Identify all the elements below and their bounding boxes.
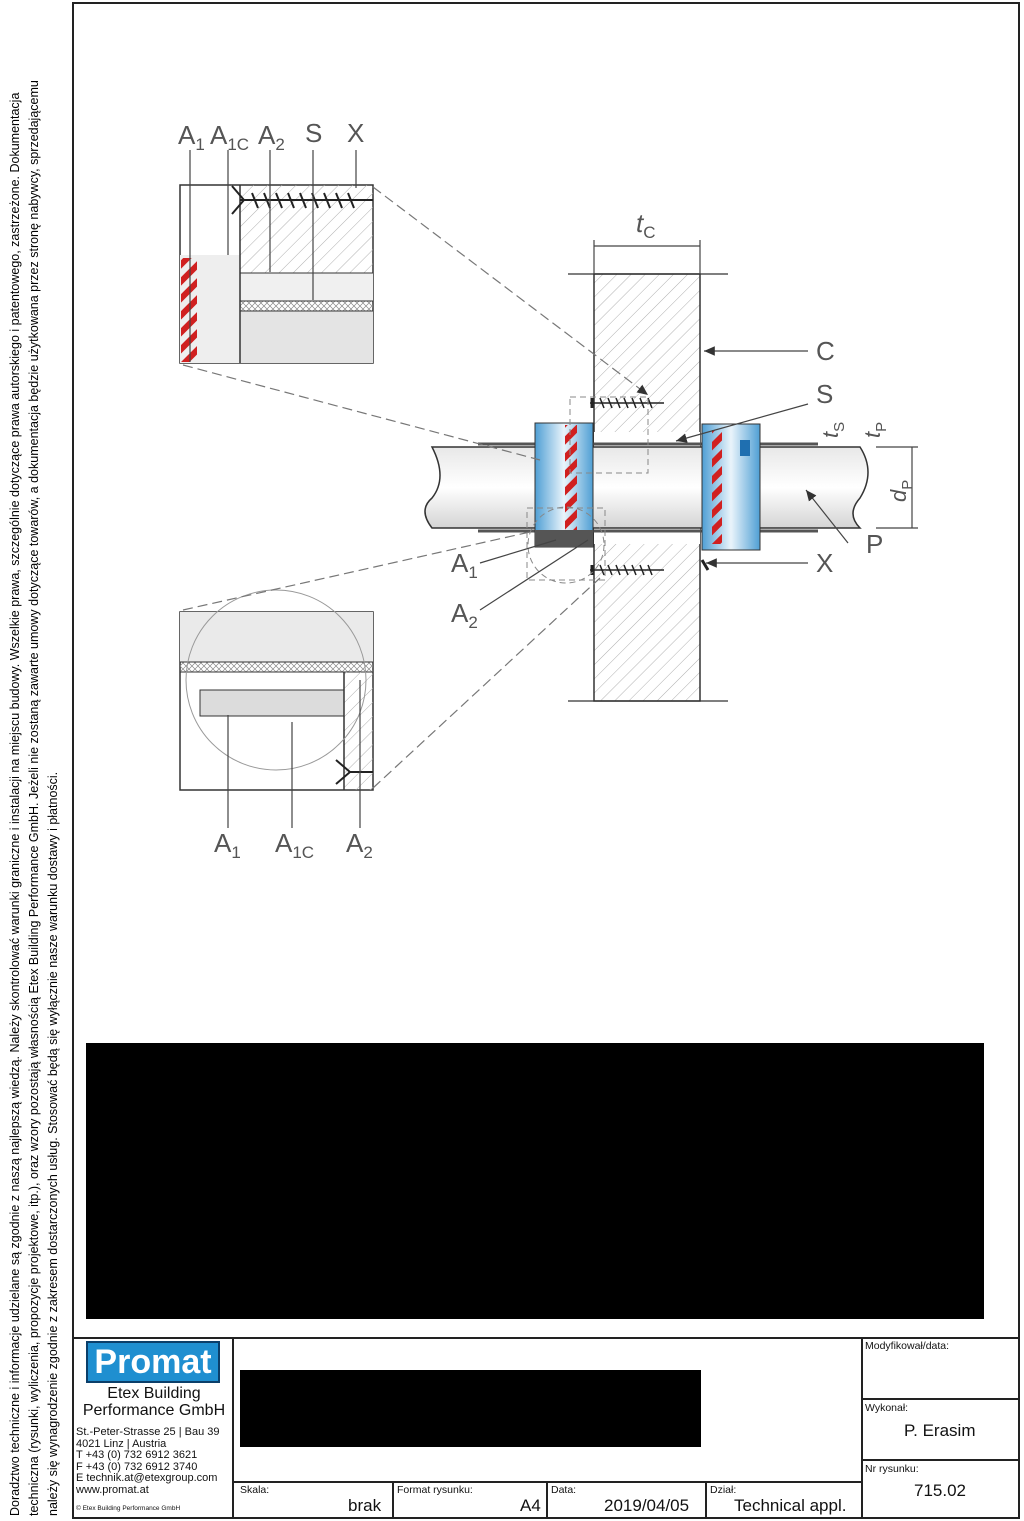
modified-label: Modyfikował/data: bbox=[865, 1340, 950, 1352]
copyright: © Etex Building Performance GmbH bbox=[76, 1505, 181, 1512]
screws bbox=[590, 397, 710, 576]
divider bbox=[861, 1398, 1020, 1400]
label-top-a1c: A1C bbox=[210, 120, 249, 154]
website: www.promat.at bbox=[76, 1483, 149, 1496]
date-value: 2019/04/05 bbox=[604, 1496, 690, 1515]
company-address: St.-Peter-Strasse 25 | Bau 39 4021 Linz … bbox=[76, 1426, 220, 1496]
label-top-a2: A2 bbox=[258, 120, 285, 154]
label-dp: dP bbox=[886, 480, 916, 502]
label-top-s: S bbox=[305, 118, 322, 148]
label-c: C bbox=[816, 336, 835, 366]
redacted-area bbox=[86, 1043, 984, 1319]
label-bottom-a2: A2 bbox=[346, 828, 373, 862]
label-tp: tP bbox=[860, 422, 890, 438]
label-leaders bbox=[189, 150, 918, 828]
detail-markers bbox=[526, 396, 649, 584]
label-ts: tS bbox=[818, 422, 848, 438]
made-by-value: P. Erasim bbox=[904, 1421, 976, 1440]
label-top-a1: A1 bbox=[178, 120, 205, 154]
label-bottom-a1c: A1C bbox=[275, 828, 314, 862]
company-name-line2: Performance GmbH bbox=[82, 1402, 226, 1419]
drawing-no-label: Nr rysunku: bbox=[865, 1463, 919, 1475]
address-line: St.-Peter-Strasse 25 | Bau 39 bbox=[76, 1426, 220, 1438]
format-value: A4 bbox=[520, 1496, 541, 1515]
scale-label: Skala: bbox=[240, 1484, 270, 1496]
label-top-x: X bbox=[347, 118, 364, 148]
drawing-no-value: 715.02 bbox=[914, 1481, 966, 1500]
email: E technik.at@etexgroup.com bbox=[76, 1472, 218, 1484]
title-block bbox=[72, 1337, 1020, 1519]
label-a2: A2 bbox=[451, 598, 478, 632]
detail-leaders bbox=[182, 186, 649, 789]
top-detail bbox=[179, 184, 374, 364]
label-s: S bbox=[816, 379, 833, 409]
label-x: X bbox=[816, 548, 833, 578]
dept-label: Dział: bbox=[710, 1484, 737, 1496]
dept-value: Technical appl. bbox=[734, 1496, 847, 1515]
phone: T +43 (0) 732 6912 3621 bbox=[76, 1449, 198, 1461]
divider bbox=[861, 1337, 863, 1519]
label-p: P bbox=[866, 529, 883, 559]
divider bbox=[861, 1459, 1020, 1461]
company-name-line1: Etex Building bbox=[107, 1385, 201, 1402]
format-label: Format rysunku: bbox=[397, 1484, 473, 1496]
label-tc: tC bbox=[636, 208, 656, 242]
left-band bbox=[534, 422, 594, 548]
company-name: Etex Building Performance GmbH bbox=[74, 1385, 234, 1419]
right-band bbox=[701, 423, 761, 551]
redacted-title bbox=[240, 1370, 701, 1447]
label-bottom-a1: A1 bbox=[214, 828, 241, 862]
scale-value: brak bbox=[348, 1496, 382, 1515]
made-by-label: Wykonał: bbox=[865, 1402, 909, 1414]
date-label: Data: bbox=[551, 1484, 577, 1496]
divider bbox=[705, 1481, 707, 1519]
promat-logo: Promat bbox=[86, 1341, 220, 1383]
bottom-detail bbox=[179, 589, 374, 791]
pipe bbox=[424, 442, 869, 533]
address-line: 4021 Linz | Austria bbox=[76, 1437, 167, 1450]
divider bbox=[546, 1481, 548, 1519]
divider bbox=[392, 1481, 394, 1519]
divider bbox=[232, 1337, 234, 1519]
label-a1: A1 bbox=[451, 548, 478, 582]
fax: F +43 (0) 732 6912 3740 bbox=[76, 1460, 198, 1473]
